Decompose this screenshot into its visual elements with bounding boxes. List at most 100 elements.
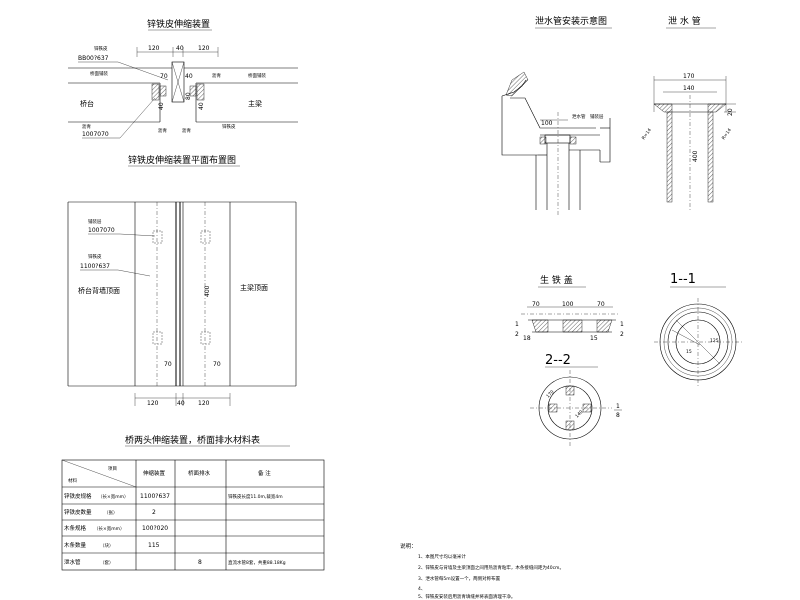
- dim-400-b: 400: [692, 150, 699, 162]
- row3-name: 木条规格: [64, 524, 87, 532]
- drain-install-diagram: 泄水管安装示意图 100 泄水管 铺装层: [501, 15, 612, 215]
- label-zinc-b: 锌铁皮: [222, 123, 236, 130]
- label-wood-left: 沥青: [82, 123, 91, 130]
- row3-unit: （长×宽mm）: [94, 525, 125, 532]
- dim-120-a: 120: [148, 45, 160, 52]
- title-drain-install: 泄水管安装示意图: [535, 15, 607, 27]
- dim-40-a: 40: [176, 45, 184, 52]
- note-2: 2、锌铁皮与背墙及主梁顶面之间用热沥青粘牢，木条接缝间距为40cm。: [418, 564, 564, 571]
- row1-name: 锌铁皮规格: [64, 492, 92, 500]
- notes-heading: 说明：: [400, 542, 417, 550]
- label-drain-grate: 泄水管: [572, 113, 586, 120]
- label-r14-b: R=14: [721, 127, 733, 141]
- label-zinc-plan-dim: 1100?637: [80, 263, 110, 270]
- row1-unit: （长×宽mm）: [98, 493, 129, 500]
- notes-block: 说明： 1、本图尺寸均以毫米计 2、锌铁皮与背墙及主梁顶面之间用热沥青粘牢，木条…: [400, 542, 564, 600]
- row4-c1: 115: [148, 542, 160, 549]
- dim-40-d: 40: [198, 102, 205, 110]
- dim-70-cover-a: 70: [532, 301, 540, 308]
- cast-iron-cover: 生 铁 盖 70 100 70 1 2 1 2 18 15: [515, 274, 624, 342]
- label-1-left: 1: [515, 321, 519, 328]
- table-col-1: 伸缩装置: [143, 469, 166, 477]
- label-beam-top: 主梁顶面: [240, 283, 268, 292]
- dim-20: 20: [727, 108, 734, 116]
- label-pavement-left: 桥面铺装: [90, 70, 108, 77]
- frac-den: 8: [616, 412, 620, 419]
- dim-40-c: 40: [158, 102, 165, 110]
- frac-num: 1: [616, 403, 620, 410]
- label-wood-plan-dim: 1007070: [88, 227, 115, 234]
- section-1-1: 1--1 125 15: [654, 272, 742, 386]
- dim-80: 80: [185, 92, 192, 100]
- row1-note: 锌铁皮长度11.0m,裁宽4m: [228, 493, 283, 500]
- dim-100: 100: [541, 120, 553, 127]
- dim-140-c: 140: [574, 409, 584, 419]
- table-header-material: 材料: [68, 477, 77, 484]
- dim-70-cover-b: 70: [597, 301, 605, 308]
- drain-pipe-diagram: 泄 水 管 170 140 20 400 R=14 R=14: [641, 15, 736, 210]
- label-2-left: 2: [515, 331, 519, 338]
- label-zinc-dim: BB00?637: [78, 55, 109, 62]
- table-col-3: 备 注: [258, 469, 271, 477]
- title-expansion-device: 锌铁皮伸缩装置: [147, 18, 210, 30]
- label-abutment: 桥台: [80, 99, 94, 108]
- row4-unit: （块）: [100, 542, 114, 549]
- expansion-plan: 锌铁皮伸缩装置平面布置图 400 70 70 铺装层 1007070 锌铁皮 1…: [67, 154, 297, 407]
- dim-15-b: 15: [686, 349, 692, 355]
- note-1: 1、本图尺寸均以毫米计: [418, 553, 466, 560]
- label-asphalt-b: 沥青: [182, 127, 191, 134]
- dim-120-d: 120: [198, 400, 210, 407]
- row2-unit: （张）: [104, 509, 118, 516]
- label-wood-dim: 1007070: [82, 131, 109, 138]
- label-zinc-plan: 锌铁皮: [88, 253, 102, 260]
- row2-c1: 2: [152, 509, 156, 516]
- dim-120-c: 120: [147, 400, 159, 407]
- dim-70-a: 70: [160, 73, 168, 80]
- note-5: 5、锌铁皮安装后用沥青填缝并将表面清理干净。: [418, 593, 515, 600]
- label-abutment-top: 桥台背墙顶面: [78, 286, 120, 295]
- dim-125: 125: [710, 338, 719, 344]
- dim-400: 400: [204, 285, 211, 297]
- dim-70-b: 70: [164, 361, 172, 368]
- title-section-11: 1--1: [670, 272, 696, 287]
- table-col-2: 桥面排水: [188, 469, 211, 477]
- label-2-right: 2: [620, 331, 624, 338]
- dim-170: 170: [683, 73, 695, 80]
- dim-70-c: 70: [213, 361, 221, 368]
- row5-note: 直流水管8套，共重88.18Kg: [228, 559, 286, 566]
- label-pavement-right: 桥面铺装: [248, 72, 266, 79]
- label-deck-pave: 铺装层: [590, 113, 604, 120]
- row3-c1: 100?020: [142, 525, 168, 532]
- title-expansion-plan: 锌铁皮伸缩装置平面布置图: [128, 154, 236, 166]
- title-drain-pipe: 泄 水 管: [668, 15, 701, 27]
- title-cast-iron-cover: 生 铁 盖: [540, 274, 573, 286]
- row5-unit: （套）: [100, 559, 114, 566]
- dim-40-b: 40: [185, 73, 193, 80]
- section-2-2: 2--2 170 140 1 8: [530, 353, 622, 446]
- row4-name: 木条数量: [64, 541, 87, 549]
- label-r14-a: R=14: [641, 127, 653, 141]
- row2-name: 锌铁皮数量: [64, 508, 92, 516]
- dim-120-b: 120: [198, 45, 210, 52]
- label-asphalt-c: 沥青: [212, 72, 221, 79]
- label-zinc: 锌铁皮: [94, 45, 108, 52]
- title-section-22: 2--2: [545, 353, 571, 368]
- dim-140: 140: [683, 85, 695, 92]
- dim-18: 18: [523, 335, 531, 342]
- expansion-device-section: 锌铁皮伸缩装置 120 40 120 70 40 80 40 40 桥台: [68, 18, 298, 139]
- dim-100-cover: 100: [562, 301, 574, 308]
- dim-15: 15: [590, 335, 598, 342]
- label-wood-plan: 铺装层: [88, 218, 102, 225]
- row5-c2: 8: [198, 559, 202, 566]
- dim-170-c: 170: [545, 389, 555, 399]
- label-main-beam: 主梁: [248, 99, 262, 108]
- table-header-item: 项目: [108, 466, 117, 472]
- label-asphalt-a: 沥青: [158, 127, 167, 134]
- note-3: 3、泄水管每5m设置一个，两侧对称布置: [418, 575, 501, 582]
- materials-table: 桥两头伸缩装置，桥面排水材料表 项目 材料 伸缩装置 桥面排水 备 注 锌铁皮规…: [61, 434, 325, 571]
- row1-c1: 1100?637: [140, 493, 170, 500]
- dim-40-e: 40: [177, 400, 185, 407]
- note-4: 4、: [418, 586, 425, 592]
- label-1-right: 1: [620, 321, 624, 328]
